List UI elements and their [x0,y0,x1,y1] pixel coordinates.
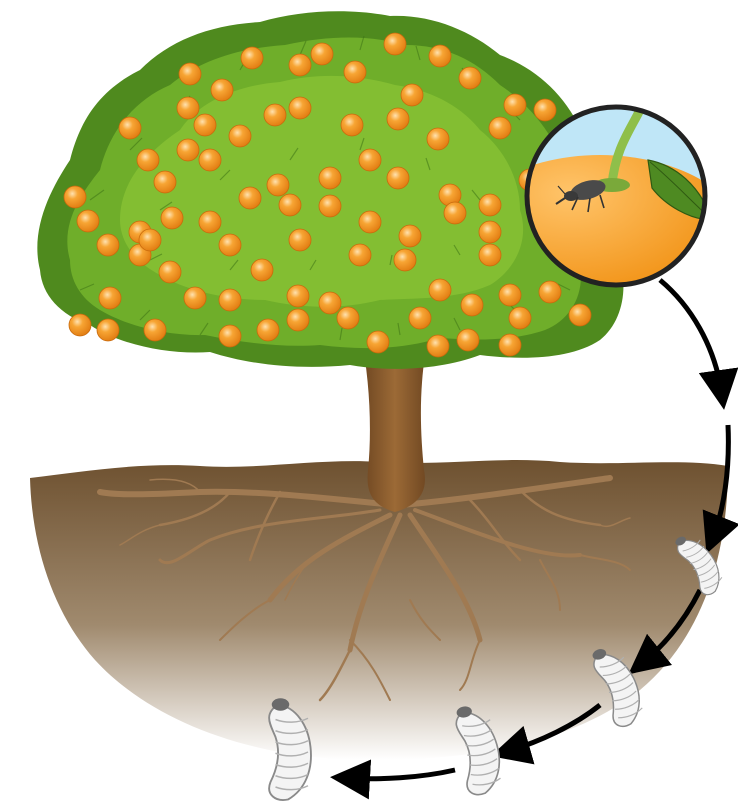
orange-fruit [199,149,221,171]
orange-fruit [479,194,501,216]
orange-fruit [319,167,341,189]
orange-fruit [199,211,221,233]
orange-fruit [384,33,406,55]
orange-fruit [229,125,251,147]
orange-fruit [479,221,501,243]
orange-fruit [409,307,431,329]
orange-fruit [97,234,119,256]
orange-fruit [219,234,241,256]
orange-fruit [344,61,366,83]
orange-fruit [459,67,481,89]
orange-fruit [267,174,289,196]
orange-fruit [359,211,381,233]
orange-fruit [427,335,449,357]
orange-fruit [289,229,311,251]
orange-fruit [399,225,421,247]
orange-fruit [479,244,501,266]
orange-fruit [194,114,216,136]
orange-fruit [367,331,389,353]
orange-fruit [499,334,521,356]
orange-fruit [179,63,201,85]
orange-fruit [457,329,479,351]
orange-fruit [534,99,556,121]
orange-fruit [177,97,199,119]
orange-fruit [177,139,199,161]
orange-fruit [184,287,206,309]
orange-fruit [319,292,341,314]
orange-fruit [77,210,99,232]
orange-fruit [154,171,176,193]
orange-fruit [264,104,286,126]
orange-fruit [289,54,311,76]
orange-fruit [394,249,416,271]
orange-fruit [504,94,526,116]
orange-fruit [539,281,561,303]
orange-fruit [64,186,86,208]
orange-fruit [489,117,511,139]
orange-fruit [159,261,181,283]
orange-fruit [341,114,363,136]
orange-fruit [257,319,279,341]
orange-fruit [444,202,466,224]
orange-fruit [279,194,301,216]
orange-fruit [144,319,166,341]
orange-fruit [251,259,273,281]
orange-fruit [401,84,423,106]
orange-fruit [139,229,161,251]
orange-fruit [569,304,591,326]
arrow-larva-to-pupa [345,770,455,779]
orange-fruit [289,97,311,119]
orange-fruit [241,47,263,69]
arrow-adult-to-soil [660,280,722,395]
orange-fruit [349,244,371,266]
orange-fruit [97,319,119,341]
orange-fruit [161,207,183,229]
orange-fruit [319,195,341,217]
orange-fruit [69,314,91,336]
orange-fruit [429,279,451,301]
orange-fruit [427,128,449,150]
orange-fruit [461,294,483,316]
orange-fruit [287,285,309,307]
orange-fruit [499,284,521,306]
orange-fruit [219,289,241,311]
orange-fruit [137,149,159,171]
orange-fruit [311,43,333,65]
orange-fruit [119,117,141,139]
orange-fruit [287,309,309,331]
orange-fruit [509,307,531,329]
orange-fruit [429,45,451,67]
orange-fruit [239,187,261,209]
orange-fruit [387,108,409,130]
orange-fruit [387,167,409,189]
orange-fruit [359,149,381,171]
orange-fruit [99,287,121,309]
orange-fruit [337,307,359,329]
orange-fruit [211,79,233,101]
orange-fruit [219,325,241,347]
